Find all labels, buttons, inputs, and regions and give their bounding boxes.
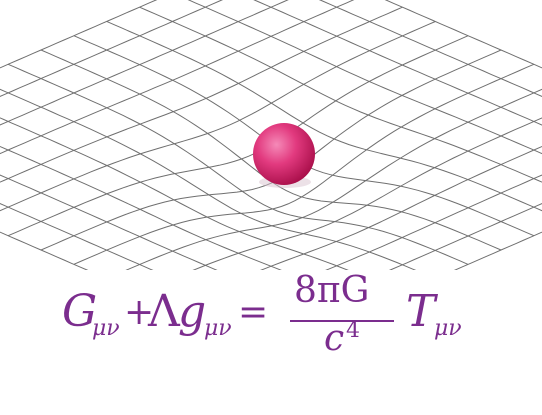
spacetime-grid xyxy=(0,0,542,270)
eq-G: G xyxy=(62,286,98,337)
grid-line xyxy=(325,174,542,270)
grid-line xyxy=(125,88,542,270)
grid-line xyxy=(139,6,542,183)
grid-line xyxy=(0,231,89,270)
grid-line xyxy=(106,20,542,212)
grid-line xyxy=(388,203,542,270)
grid-line xyxy=(0,0,158,69)
grid-line xyxy=(253,0,542,126)
eq-plus: + xyxy=(124,292,155,333)
grid-lines xyxy=(0,0,542,270)
eq-denominator-c: c xyxy=(324,318,345,359)
grid-line xyxy=(0,0,355,155)
eq-equals: = xyxy=(238,292,269,333)
grid-line xyxy=(0,21,436,212)
eq-G-subscript: μν xyxy=(92,316,120,341)
grid-line xyxy=(192,117,542,270)
grid-line xyxy=(0,88,417,270)
eq-lambda: Λ xyxy=(148,286,180,337)
eq-g: g xyxy=(178,286,207,337)
eq-numerator: 8πG xyxy=(294,270,370,311)
grid-line xyxy=(384,0,542,69)
eq-g-subscript: μν xyxy=(204,316,232,341)
grid-line xyxy=(260,145,542,270)
eq-denominator-exponent: 4 xyxy=(346,318,360,343)
einstein-field-equation: G μν + Λ g μν = 8πG c 4 T μν xyxy=(62,270,492,362)
eq-T-subscript: μν xyxy=(434,316,462,341)
grid-line xyxy=(318,0,542,97)
eq-T: T xyxy=(406,286,436,337)
mass-sphere xyxy=(253,123,315,185)
fraction-bar xyxy=(290,320,394,322)
grid-line xyxy=(187,0,542,155)
grid-line xyxy=(453,231,542,270)
grid-line xyxy=(73,63,535,265)
